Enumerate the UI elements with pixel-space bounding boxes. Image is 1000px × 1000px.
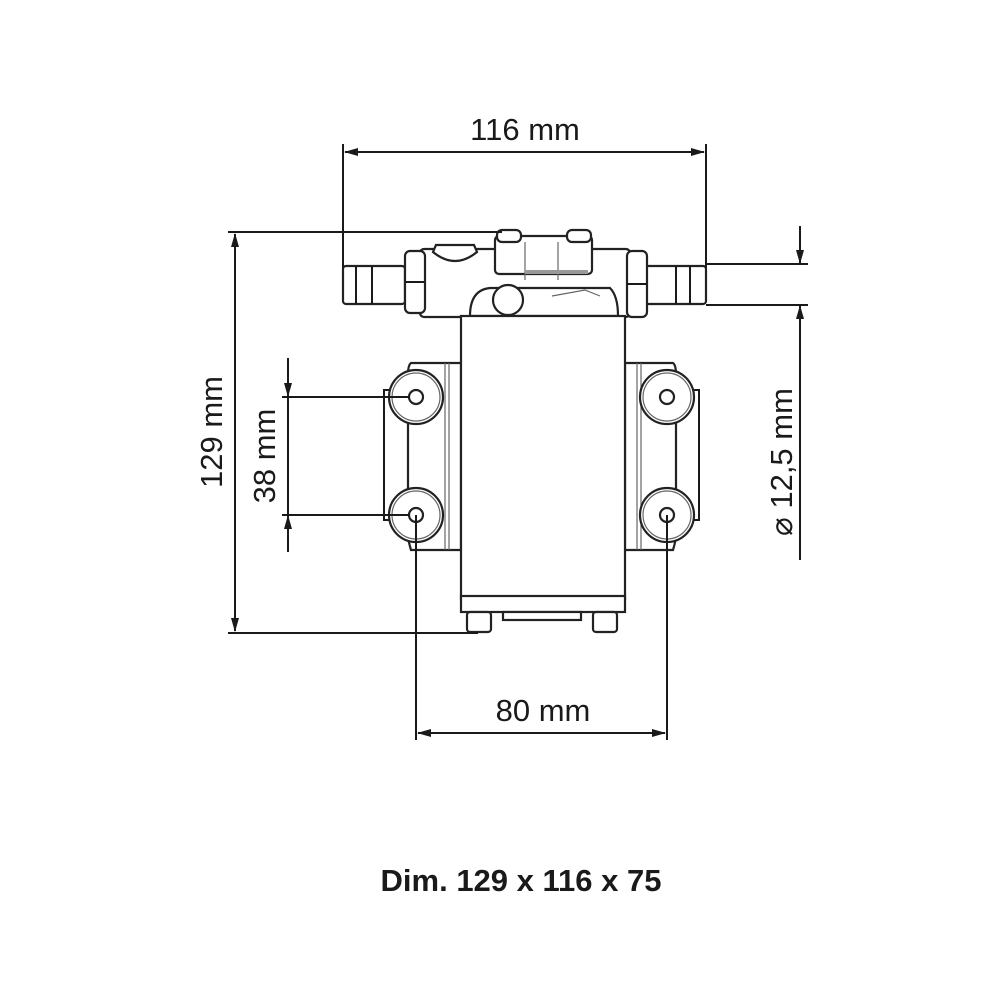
dimension-width: 116 mm bbox=[342, 112, 707, 268]
width-label: 116 mm bbox=[470, 112, 580, 147]
dimension-mount-horizontal: 80 mm bbox=[415, 515, 668, 740]
pump-outline bbox=[341, 228, 708, 634]
dimensions-caption: Dim. 129 x 116 x 75 bbox=[381, 863, 662, 898]
mounting-holes bbox=[387, 368, 696, 544]
dimension-height: 129 mm bbox=[194, 231, 502, 634]
mount-horizontal-label: 80 mm bbox=[496, 693, 591, 728]
mount-vertical-label: 38 mm bbox=[247, 409, 282, 504]
dimension-port-diameter: ⌀ 12,5 mm bbox=[706, 226, 808, 560]
port-diameter-label: ⌀ 12,5 mm bbox=[764, 388, 799, 536]
dimension-mount-vertical: 38 mm bbox=[247, 358, 410, 552]
height-label: 129 mm bbox=[194, 376, 229, 488]
